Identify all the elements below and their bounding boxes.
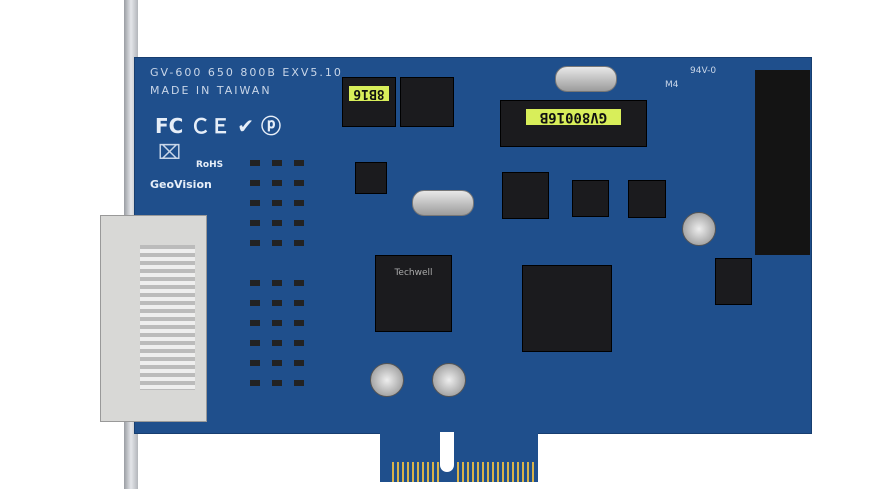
smd-component (272, 200, 282, 206)
fcc-icon: FC ＣＥ ✔ ⓟ (155, 114, 281, 138)
smd-component (250, 240, 260, 246)
capacitor (682, 212, 716, 246)
gold-finger (422, 462, 424, 482)
gold-finger (472, 462, 474, 482)
gold-finger (432, 462, 434, 482)
gold-finger (507, 462, 509, 482)
origin-text: MADE IN TAIWAN (150, 84, 272, 97)
ic-chip (572, 180, 609, 217)
gold-finger (462, 462, 464, 482)
smd-component (250, 280, 260, 286)
gold-finger (522, 462, 524, 482)
capacitor (432, 363, 466, 397)
smd-component (272, 340, 282, 346)
chip-label: 8B16 (349, 86, 389, 101)
smd-component (250, 300, 260, 306)
smd-component (294, 240, 304, 246)
gold-finger (527, 462, 529, 482)
smd-component (294, 180, 304, 186)
chip-label: GV80016B (526, 109, 621, 125)
eeprom-chip: 8B16 (342, 77, 396, 127)
connector-notch (440, 432, 454, 472)
gold-finger (437, 462, 439, 482)
smd-component (250, 220, 260, 226)
smd-component (272, 220, 282, 226)
gold-finger (467, 462, 469, 482)
smd-component (250, 340, 260, 346)
gold-finger (392, 462, 394, 482)
gold-finger (502, 462, 504, 482)
gold-finger (402, 462, 404, 482)
gold-finger (492, 462, 494, 482)
crystal (555, 66, 617, 92)
ic-chip (400, 77, 454, 127)
smd-component (250, 200, 260, 206)
smd-component (250, 320, 260, 326)
pin-header (755, 70, 810, 255)
smd-component (272, 180, 282, 186)
ic-chip (628, 180, 666, 218)
ic-chip (715, 258, 752, 305)
gold-finger (482, 462, 484, 482)
rohs-text: RoHS (196, 160, 224, 170)
gold-finger (407, 462, 409, 482)
smd-component (250, 380, 260, 386)
smd-component (272, 360, 282, 366)
m4-text: M4 (665, 80, 679, 90)
chip-text: Techwell (394, 268, 433, 278)
gold-finger (457, 462, 459, 482)
smd-component (294, 200, 304, 206)
gold-finger (427, 462, 429, 482)
main-processor-chip (522, 265, 612, 352)
smd-component (272, 320, 282, 326)
smd-component (294, 280, 304, 286)
smd-component (272, 380, 282, 386)
smd-component (250, 360, 260, 366)
weee-icon: ⌧ (158, 140, 182, 164)
smd-component (294, 360, 304, 366)
smd-component (294, 300, 304, 306)
gold-finger (417, 462, 419, 482)
gold-finger (512, 462, 514, 482)
model-text: GV-600 650 800B EXV5.10 (150, 66, 343, 79)
gold-finger (412, 462, 414, 482)
smd-component (294, 220, 304, 226)
smd-component (272, 160, 282, 166)
dvi-pins (140, 245, 195, 390)
smd-component (250, 160, 260, 166)
gold-finger (497, 462, 499, 482)
gold-finger (477, 462, 479, 482)
smd-component (250, 180, 260, 186)
brand-logo: GeoVision (150, 178, 212, 191)
gold-finger (517, 462, 519, 482)
bios-chip: GV80016B (500, 100, 647, 147)
pcie-edge-connector (380, 432, 538, 482)
smd-component (272, 240, 282, 246)
smd-component (272, 280, 282, 286)
gold-finger (487, 462, 489, 482)
ic-chip (502, 172, 549, 219)
capacitor (370, 363, 404, 397)
rating-text: 94V-0 (690, 66, 717, 76)
smd-component (294, 320, 304, 326)
smd-component (294, 160, 304, 166)
smd-component (294, 340, 304, 346)
gold-finger (532, 462, 534, 482)
smd-component (294, 380, 304, 386)
techwell-chip: Techwell (375, 255, 452, 332)
smd-component (272, 300, 282, 306)
crystal (412, 190, 474, 216)
regulator (355, 162, 387, 194)
gold-finger (397, 462, 399, 482)
